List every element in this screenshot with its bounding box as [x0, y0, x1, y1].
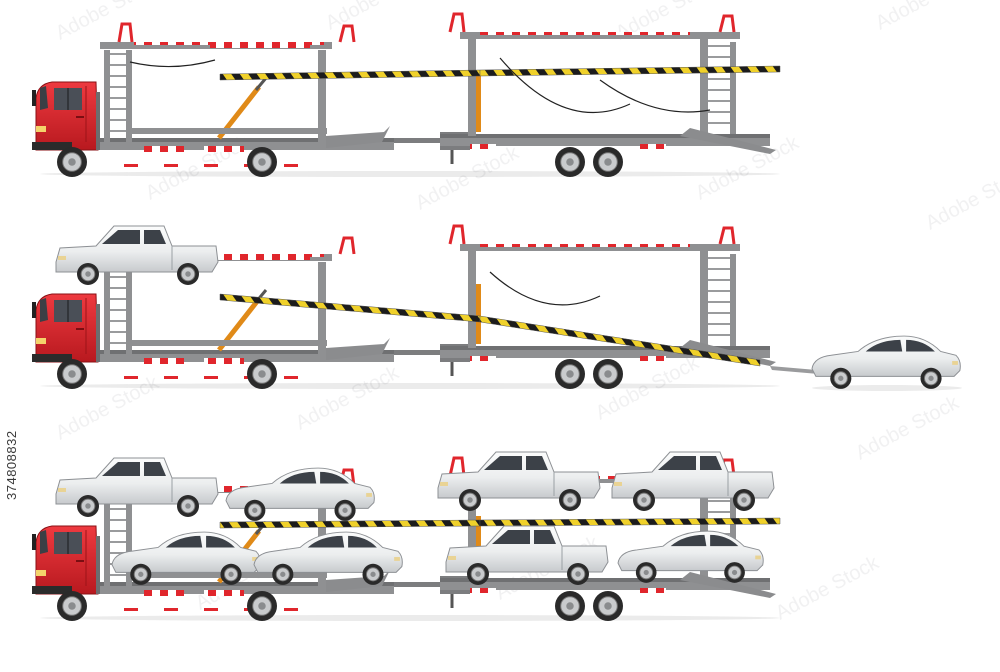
wheel — [559, 489, 581, 511]
wheel — [593, 147, 623, 177]
wheel — [77, 263, 99, 285]
ground-shadow — [812, 385, 962, 391]
scene-fully-loaded-car-carrier — [32, 451, 781, 621]
upper-ramp-hatched — [219, 65, 781, 81]
upper-ramp-hatched — [219, 293, 761, 367]
wheel — [77, 495, 99, 517]
tie-down-cable — [489, 271, 601, 306]
watermark-text: Adobe Stock — [292, 361, 403, 434]
wheel — [733, 489, 755, 511]
ground-shadow — [40, 615, 780, 621]
watermark-text: Adobe Stock — [852, 391, 963, 464]
trailer — [380, 224, 776, 389]
truck-cab — [32, 525, 100, 621]
wheel — [220, 563, 242, 585]
wheel — [247, 147, 277, 177]
wheel — [459, 489, 481, 511]
pickup-truck — [55, 457, 219, 517]
wheel — [247, 359, 277, 389]
pickup-truck — [437, 451, 601, 511]
wheel — [57, 147, 87, 177]
sedan-car — [811, 335, 961, 389]
wheel — [633, 489, 655, 511]
truck-frame — [94, 22, 394, 177]
trailer — [380, 456, 776, 621]
truck-cab — [32, 293, 100, 389]
sedan-car — [225, 467, 375, 521]
tie-down-cable — [129, 59, 216, 68]
wheel — [593, 359, 623, 389]
sedan-car — [111, 531, 261, 585]
wheel — [467, 563, 489, 585]
wheel — [177, 495, 199, 517]
wheel — [272, 563, 294, 585]
wheel — [334, 499, 356, 521]
tie-down-cable — [499, 57, 631, 114]
sedan-car — [617, 530, 764, 583]
pickup-truck — [445, 525, 609, 585]
watermark-text: Adobe Stock — [322, 0, 433, 34]
ground-shadow — [40, 171, 780, 177]
watermark-text: Adobe Stock — [922, 161, 1000, 234]
wheel — [724, 562, 745, 583]
watermark-text: Adobe Stock — [412, 141, 523, 214]
wheel — [362, 563, 384, 585]
trailer — [380, 12, 776, 177]
wheel — [177, 263, 199, 285]
wheel — [830, 367, 852, 389]
upper-ramp-hatched — [219, 517, 781, 529]
wheel — [244, 499, 266, 521]
wheel — [567, 563, 589, 585]
wheel — [130, 563, 152, 585]
pickup-truck — [55, 225, 219, 285]
wheel — [635, 562, 657, 583]
scene-car-carrier-loading — [32, 224, 962, 391]
stock-image-id: 374808832 — [4, 430, 19, 500]
truck-cab — [32, 81, 100, 177]
scene-empty-car-carrier — [32, 12, 781, 177]
wheel — [555, 591, 585, 621]
wheel — [57, 591, 87, 621]
tie-down-cable — [599, 79, 711, 113]
wheel — [920, 367, 942, 389]
watermark-text: Adobe Stock — [872, 0, 983, 34]
watermark-text: Adobe Stock — [772, 551, 883, 624]
wheel — [57, 359, 87, 389]
watermark-text: Adobe Stock — [52, 0, 163, 44]
wheel — [247, 591, 277, 621]
pickup-truck — [611, 451, 775, 511]
wheel — [555, 359, 585, 389]
sedan-car — [253, 531, 403, 585]
wheel — [555, 147, 585, 177]
ground-shadow — [40, 383, 780, 389]
wheel — [593, 591, 623, 621]
